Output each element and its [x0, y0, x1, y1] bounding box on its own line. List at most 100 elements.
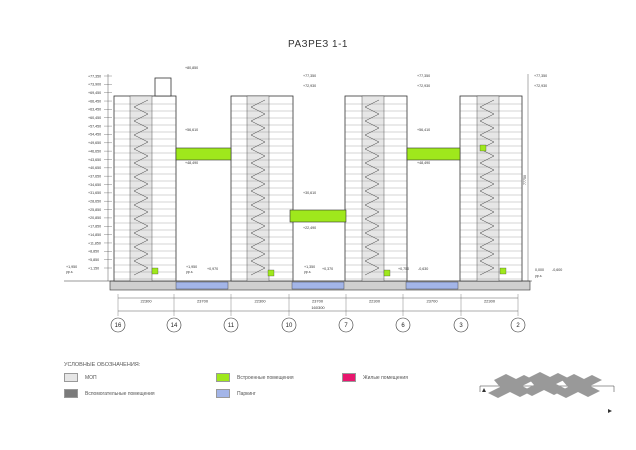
b1-top: +56,610	[185, 128, 198, 132]
dimension-ticks	[117, 294, 519, 316]
gm8: -0,600	[552, 268, 562, 272]
left-level-label: +57,450	[88, 124, 101, 128]
tower-1	[113, 77, 177, 282]
axis-bubble-circle	[110, 317, 126, 333]
legend-swatch-residential	[342, 373, 356, 382]
left-level-label: +66,450	[88, 99, 101, 103]
builtin-spot-1	[151, 267, 159, 275]
gm4: +0,370	[322, 267, 333, 271]
stair-run	[133, 99, 149, 276]
gm3b: ур.з.	[304, 270, 311, 274]
bay-dimension-label: 22300	[254, 299, 266, 304]
legend-swatch-parking	[216, 389, 230, 398]
left-level-label: +37,650	[88, 174, 101, 178]
legend-heading: УСЛОВНЫЕ ОБОЗНАЧЕНИЯ:	[64, 362, 141, 368]
parking-3	[405, 281, 459, 290]
stair-runs	[133, 99, 495, 276]
gm1b: ур.з.	[186, 270, 193, 274]
legend-label-builtin: Встроенные помещения	[237, 374, 294, 381]
legend-item-mop: МОП	[64, 373, 97, 382]
tower-4	[459, 95, 523, 282]
bridge-3	[406, 147, 461, 161]
builtin-spot-3	[383, 269, 391, 277]
left-level-label: +25,850	[88, 208, 101, 212]
axis-bubble-label: 10	[286, 323, 293, 329]
bridge-2	[289, 209, 347, 223]
t2-top-b: +72,930	[303, 84, 316, 88]
axis-bubble-label: 11	[228, 323, 235, 329]
legend-item-auxiliary: Вспомогательные помещения	[64, 389, 155, 398]
t3-top-a: +77,350	[417, 74, 430, 78]
floor-lines	[114, 103, 522, 280]
b3-top: +56,410	[417, 128, 430, 132]
key-plan	[479, 372, 615, 413]
axis-bubble-label: 14	[171, 323, 178, 329]
axis-bubble-circle	[166, 317, 182, 333]
axis-bubble-circle	[510, 317, 526, 333]
left-level-label: +31,650	[88, 191, 101, 195]
gm6: -0,630	[418, 267, 428, 271]
axis-bubble-circle	[223, 317, 239, 333]
legend-item-parking: Паркинг	[216, 389, 256, 398]
tower-3	[344, 95, 408, 282]
left-level-label: +77,350	[88, 74, 101, 78]
bay-dimension-label: 22300	[484, 299, 496, 304]
left-level-label: +54,450	[88, 133, 101, 137]
tower-2	[230, 95, 294, 282]
left-level-label: +17,850	[88, 225, 101, 229]
t1-top: +80,850	[185, 66, 198, 70]
stair-run	[364, 99, 380, 276]
left-level-label: +46,650	[88, 149, 101, 153]
stair-run	[250, 99, 266, 276]
legend-label-auxiliary: Вспомогательные помещения	[85, 390, 155, 397]
gm2: +0,970	[207, 267, 218, 271]
left-ground-a: +1,950	[66, 265, 77, 269]
axis-bubble-circle	[338, 317, 354, 333]
left-level-label: +43,650	[88, 158, 101, 162]
axis-bubble-circle	[281, 317, 297, 333]
bay-dimension-label: 23700	[312, 299, 324, 304]
right-height: 77750	[523, 175, 527, 185]
legend-label-mop: МОП	[85, 374, 97, 381]
t4-top-a: +77,350	[534, 74, 547, 78]
left-level-label: +34,650	[88, 183, 101, 187]
left-level-marks: +77,350 +73,900 +69,450 +66,450 +63,450 +60,4…	[88, 74, 112, 270]
builtin-spot-2	[267, 269, 275, 277]
legend-swatch-auxiliary	[64, 389, 78, 398]
axis-bubble-label: 2	[516, 323, 520, 329]
left-level-label: +5,850	[88, 258, 99, 262]
t2-top-a: +77,350	[303, 74, 316, 78]
left-level-label: +8,850	[88, 250, 99, 254]
left-level-label: +20,850	[88, 216, 101, 220]
parking-1	[175, 281, 229, 290]
legend-swatch-builtin	[216, 373, 230, 382]
b3-bot: +48,490	[417, 161, 430, 165]
gm3a: +1,350	[304, 265, 315, 269]
axis-bubble-label: 6	[401, 323, 405, 329]
axis-bubble-label: 16	[115, 323, 122, 329]
total-dimension: 160300	[311, 305, 325, 310]
gm9: ур.з.	[535, 274, 542, 278]
left-ground-b: ур.з.	[66, 270, 73, 274]
left-level-label: +63,450	[88, 108, 101, 112]
legend-swatch-mop	[64, 373, 78, 382]
left-level-label: +49,650	[88, 141, 101, 145]
left-level-label: +14,850	[88, 233, 101, 237]
bay-dimension-label: 22300	[369, 299, 381, 304]
axis-bubble-circle	[395, 317, 411, 333]
legend-item-builtin: Встроенные помещения	[216, 373, 294, 382]
legend-label-parking: Паркинг	[237, 390, 256, 397]
bay-dimension-label: 23700	[197, 299, 209, 304]
parking-2	[291, 281, 345, 290]
bay-dimension-label: 23700	[426, 299, 438, 304]
t4-top-b: +72,930	[534, 84, 547, 88]
stair-run	[479, 99, 495, 276]
left-level-label: +60,450	[88, 116, 101, 120]
axis-bubble-label: 7	[344, 323, 348, 329]
left-level-label: +69,450	[88, 91, 101, 95]
left-level-label: +73,900	[88, 83, 101, 87]
gm1a: +1,950	[186, 265, 197, 269]
builtin-spot-5	[499, 267, 507, 275]
